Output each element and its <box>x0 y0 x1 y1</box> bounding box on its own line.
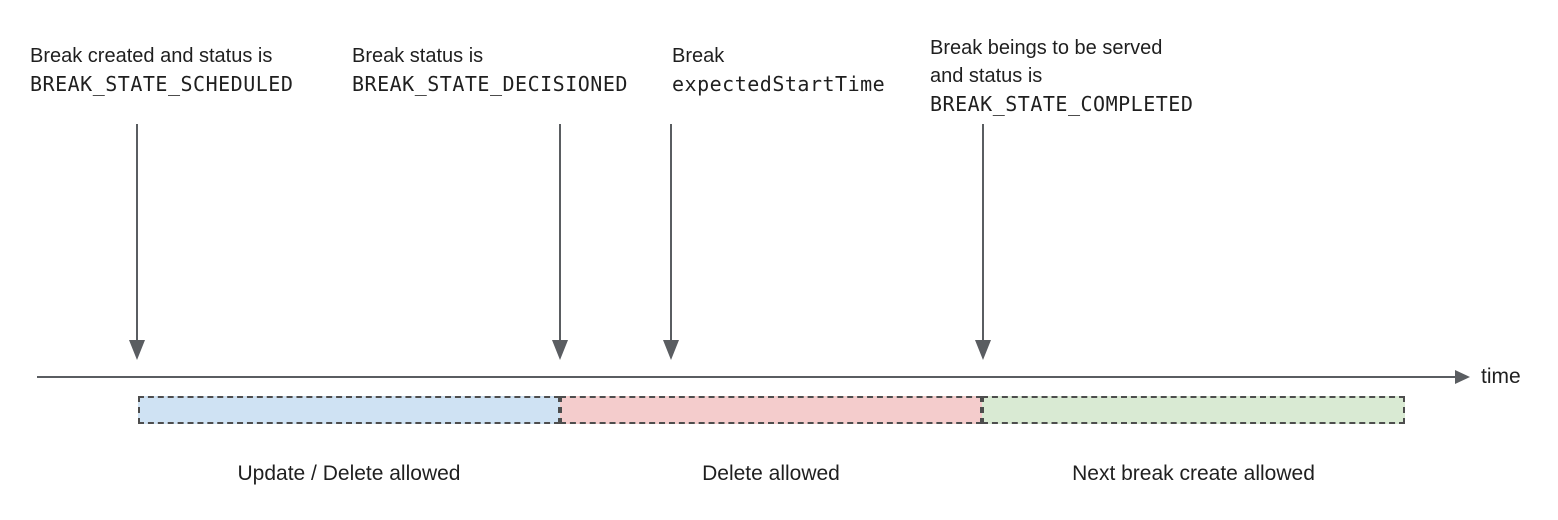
down-arrow-icon <box>975 124 991 360</box>
annotation-text: Break <box>672 45 725 67</box>
annotation-code: BREAK_STATE_DECISIONED <box>352 72 628 96</box>
arrow-shaft <box>136 124 138 340</box>
arrow-head-icon <box>975 340 991 360</box>
down-arrow-icon <box>129 124 145 360</box>
annotation-code: BREAK_STATE_COMPLETED <box>930 92 1194 116</box>
time-axis-line <box>37 376 1457 378</box>
arrow-shaft <box>670 124 672 340</box>
right-arrow-icon <box>1455 370 1470 384</box>
arrow-head-icon <box>663 340 679 360</box>
annotation-expected-start-time: Break expectedStartTime <box>672 42 885 98</box>
annotation-text: Break created and status is <box>30 45 273 67</box>
arrow-head-icon <box>129 340 145 360</box>
down-arrow-icon <box>552 124 568 360</box>
arrow-shaft <box>982 124 984 340</box>
annotation-code: BREAK_STATE_SCHEDULED <box>30 72 294 96</box>
annotation-break-decisioned: Break status is BREAK_STATE_DECISIONED <box>352 42 628 98</box>
annotation-text: Break status is <box>352 45 484 67</box>
annotation-text: Break beings to be served <box>930 37 1163 59</box>
annotation-code: expectedStartTime <box>672 72 886 96</box>
segment-next-break-create-allowed <box>982 396 1405 424</box>
segment-label-delete: Delete allowed <box>702 462 840 485</box>
annotation-text: and status is <box>930 65 1043 87</box>
segment-delete-allowed <box>560 396 982 424</box>
annotation-break-scheduled: Break created and status is BREAK_STATE_… <box>30 42 293 98</box>
arrow-head-icon <box>552 340 568 360</box>
down-arrow-icon <box>663 124 679 360</box>
annotation-break-completed: Break beings to be served and status is … <box>930 34 1193 118</box>
segment-update-delete-allowed <box>138 396 560 424</box>
segment-label-update-delete: Update / Delete allowed <box>237 462 461 485</box>
arrow-shaft <box>559 124 561 340</box>
time-axis-label: time <box>1481 365 1521 388</box>
segment-label-next-break-create: Next break create allowed <box>1072 462 1315 485</box>
